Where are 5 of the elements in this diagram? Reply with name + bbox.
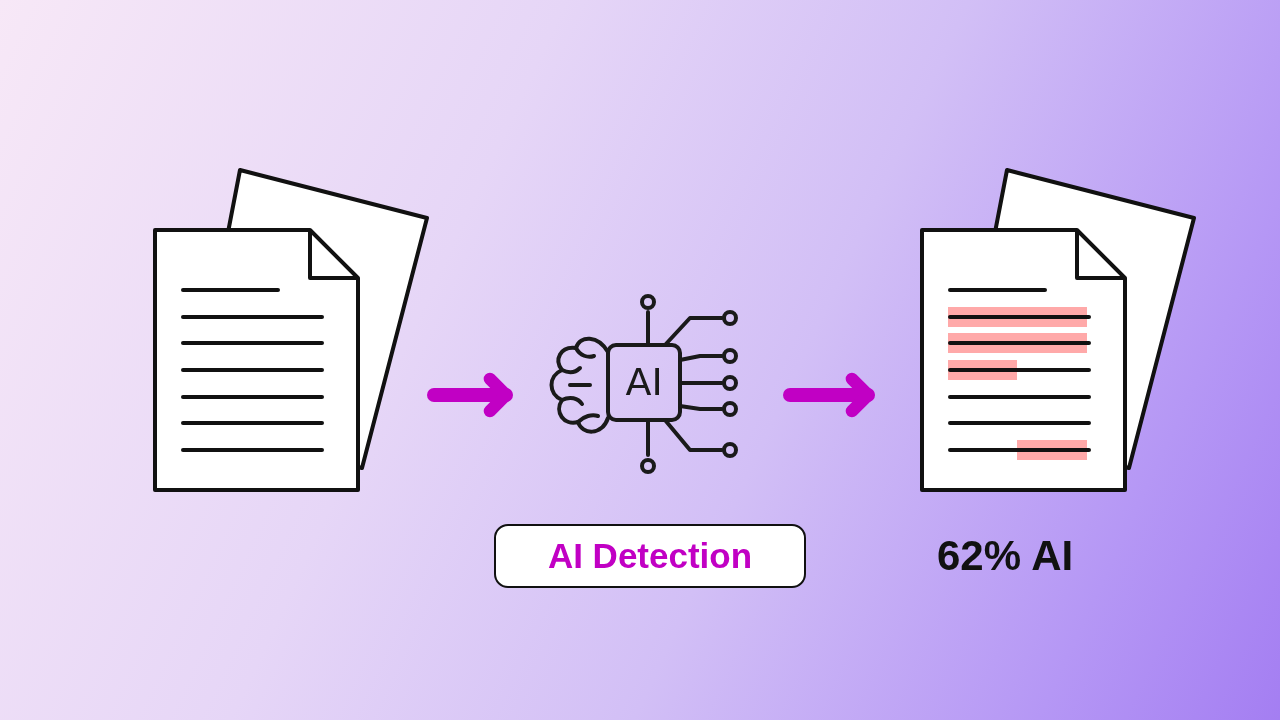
score-text: 62% AI [937,532,1074,580]
arrow [427,372,513,418]
tag-label: AI Detection [494,524,806,588]
arrow [783,372,875,418]
chip-label: AI [624,360,664,404]
